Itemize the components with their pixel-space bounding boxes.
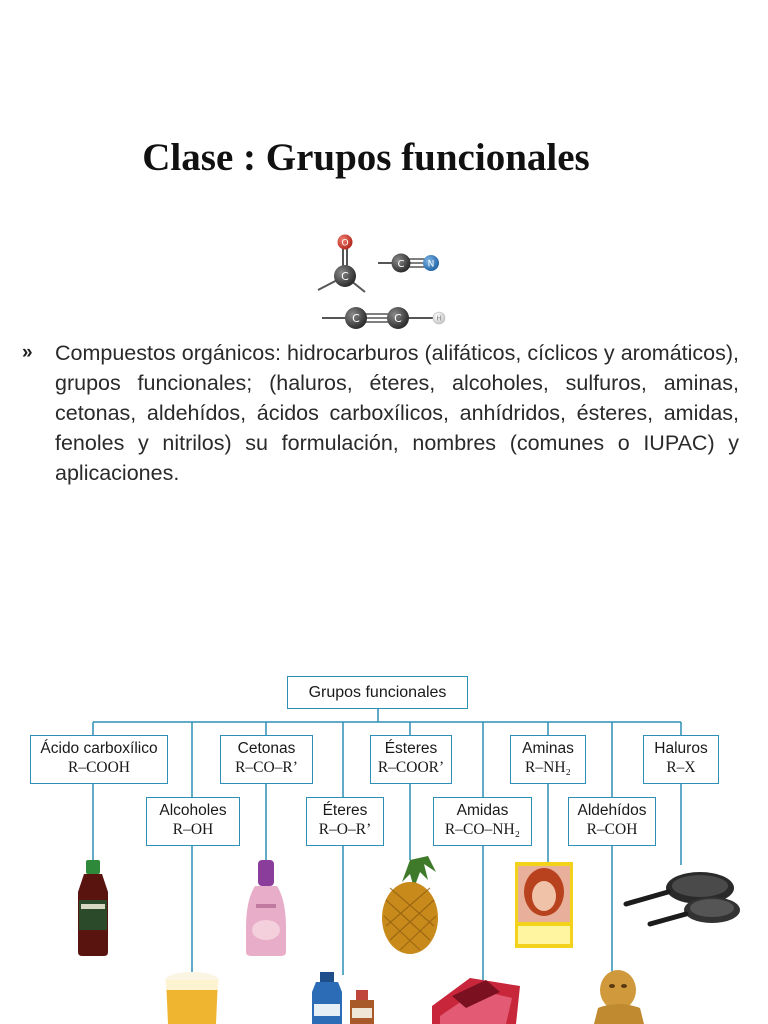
- svg-text:C: C: [394, 312, 402, 325]
- functional-groups-diagram: Grupos funcionales Ácido carboxílico R–C…: [0, 660, 768, 1024]
- group-node-haluros: Haluros R–X: [643, 735, 719, 784]
- group-node-cetonas: Cetonas R–CO–R’: [220, 735, 313, 784]
- group-node-esteres: Ésteres R–COOR’: [370, 735, 452, 784]
- bullet-marker: »: [22, 342, 33, 364]
- group-node-alcoholes: Alcoholes R–OH: [146, 797, 240, 846]
- svg-text:O: O: [341, 239, 348, 249]
- group-node-aminas: Aminas R–NH₂: [510, 735, 586, 784]
- nitrile-group: C N: [378, 254, 439, 273]
- description-paragraph: Compuestos orgánicos: hidrocarburos (ali…: [55, 338, 739, 488]
- svg-text:C: C: [398, 259, 405, 270]
- svg-text:H: H: [436, 315, 441, 323]
- svg-text:N: N: [428, 260, 435, 270]
- svg-text:C: C: [341, 270, 349, 283]
- group-node-amidas: Amidas R–CO–NH₂: [433, 797, 532, 846]
- carbonyl-group: O C: [318, 235, 365, 293]
- alkyne-group: C C H: [322, 307, 445, 329]
- page-title: Clase : Grupos funcionales: [0, 135, 750, 180]
- molecule-illustration: O C C N C C H: [310, 228, 460, 338]
- group-node-acido-carboxilico: Ácido carboxílico R–COOH: [30, 735, 168, 784]
- group-node-aldehidos: Aldehídos R–COH: [568, 797, 656, 846]
- group-node-eteres: Éteres R–O–R’: [306, 797, 384, 846]
- root-node: Grupos funcionales: [287, 676, 468, 709]
- svg-text:C: C: [352, 312, 360, 325]
